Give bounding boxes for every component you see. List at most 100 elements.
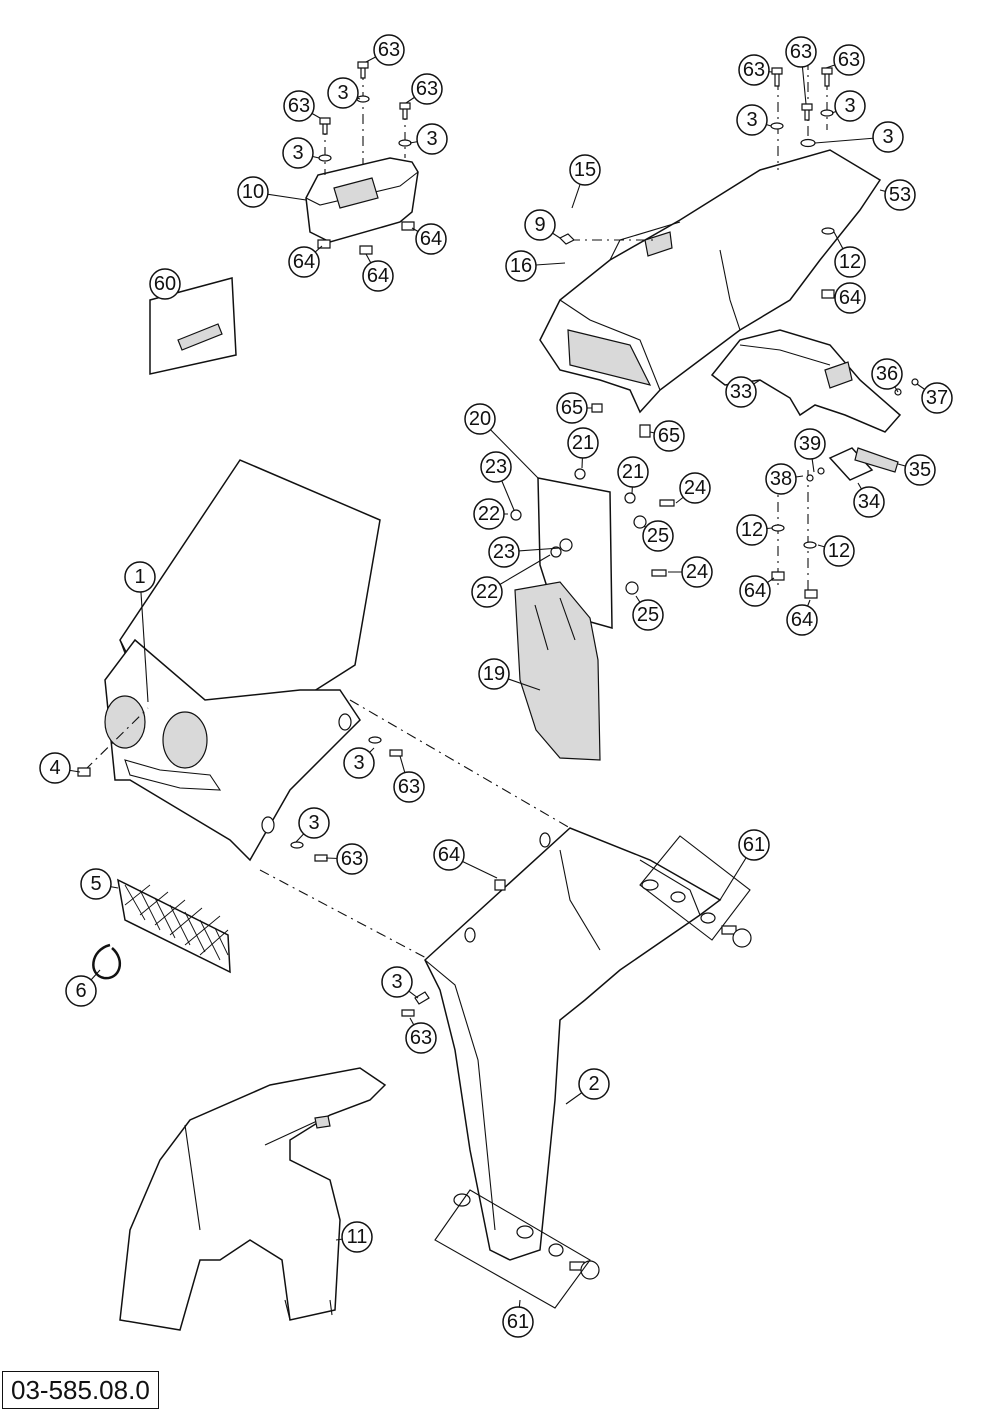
callout-63: 63 (785, 36, 817, 105)
callout-63: 63 (325, 843, 368, 875)
callout-bubble (411, 73, 443, 105)
callout-23: 23 (480, 451, 515, 511)
callout-label: 63 (398, 776, 420, 798)
callout-6: 6 (65, 969, 101, 1007)
callout-bubble (679, 472, 711, 504)
callout-bubble (464, 403, 496, 435)
callout-bubble (853, 486, 885, 518)
callout-label: 3 (746, 109, 757, 131)
callout-label: 64 (791, 609, 813, 631)
callout-2: 2 (565, 1068, 610, 1105)
callout-label: 4 (49, 757, 60, 779)
callout-bubble (288, 246, 320, 278)
callout-bubble (569, 154, 601, 186)
callout-label: 15 (574, 159, 596, 181)
callout-label: 3 (391, 971, 402, 993)
callout-3: 3 (327, 77, 361, 109)
callout-bubble (725, 376, 757, 408)
callout-bubble (505, 250, 537, 282)
grille-part (117, 878, 231, 974)
callout-label: 20 (469, 408, 491, 430)
callout-65: 65 (649, 420, 685, 452)
callout-label: 63 (378, 39, 400, 61)
callout-63: 63 (405, 73, 443, 105)
callout-label: 37 (926, 387, 948, 409)
callout-label: 35 (909, 459, 931, 481)
clip-ring-part (92, 943, 122, 980)
plate-bracket-part (771, 378, 919, 600)
callout-bubble (298, 807, 330, 839)
callout-bubble (736, 514, 768, 546)
callout-bubble (415, 223, 447, 255)
callout-label: 12 (839, 251, 861, 273)
callout-label: 24 (684, 477, 706, 499)
callout-3: 3 (295, 807, 330, 843)
callout-label: 63 (288, 95, 310, 117)
callout-bubble (478, 658, 510, 690)
callout-1: 1 (124, 561, 156, 703)
callout-21: 21 (567, 427, 599, 469)
callout-61: 61 (719, 829, 770, 901)
callout-label: 24 (686, 561, 708, 583)
callout-label: 61 (743, 834, 765, 856)
callout-22: 22 (471, 554, 551, 608)
callout-bubble (480, 451, 512, 483)
callout-63: 63 (825, 44, 865, 76)
callout-label: 3 (844, 95, 855, 117)
callout-63: 63 (738, 54, 773, 86)
callout-bubble (341, 1221, 373, 1253)
callout-bubble (393, 771, 425, 803)
callout-bubble (921, 382, 953, 414)
callout-bubble (794, 428, 826, 460)
callout-36: 36 (871, 358, 903, 393)
callout-label: 3 (337, 82, 348, 104)
callout-bubble (738, 54, 770, 86)
callout-bubble (556, 392, 588, 424)
callout-15: 15 (569, 154, 601, 209)
callout-label: 64 (367, 265, 389, 287)
callout-label: 1 (134, 566, 145, 588)
callout-10: 10 (237, 176, 307, 208)
callout-3: 3 (831, 90, 866, 122)
callout-label: 36 (876, 363, 898, 385)
callout-24: 24 (675, 472, 711, 504)
callout-4: 4 (39, 752, 81, 784)
callout-bubble (433, 839, 465, 871)
callout-label: 12 (741, 519, 763, 541)
callout-label: 25 (637, 604, 659, 626)
callout-bubble (632, 599, 664, 631)
callout-bubble (283, 90, 315, 122)
callout-bubble (567, 427, 599, 459)
callout-label: 19 (483, 663, 505, 685)
callout-bubble (823, 535, 855, 567)
callout-bubble (524, 209, 556, 241)
decal-part (149, 277, 237, 375)
callout-label: 64 (839, 287, 861, 309)
callout-22: 22 (473, 498, 508, 530)
callout-label: 65 (561, 397, 583, 419)
callout-label: 64 (293, 251, 315, 273)
callout-63: 63 (405, 1017, 437, 1054)
callout-bubble (502, 1306, 534, 1338)
callout-53: 53 (879, 179, 916, 211)
callout-bubble (834, 282, 866, 314)
callout-bubble (786, 604, 818, 636)
callout-bubble (833, 44, 865, 76)
callout-bubble (124, 561, 156, 593)
callout-bubble (738, 829, 770, 861)
callout-bubble (405, 1022, 437, 1054)
seat-pad-part (305, 61, 419, 255)
callout-bubble (471, 576, 503, 608)
callout-label: 3 (426, 128, 437, 150)
leader-line (139, 576, 149, 703)
callout-39: 39 (794, 428, 826, 473)
callout-label: 21 (622, 461, 644, 483)
front-mudguard-part (119, 1067, 387, 1331)
mud-flap-part (514, 581, 601, 761)
callout-20: 20 (464, 403, 539, 479)
callout-bubble (578, 1068, 610, 1100)
callout-label: 10 (242, 181, 264, 203)
callout-label: 39 (799, 433, 821, 455)
